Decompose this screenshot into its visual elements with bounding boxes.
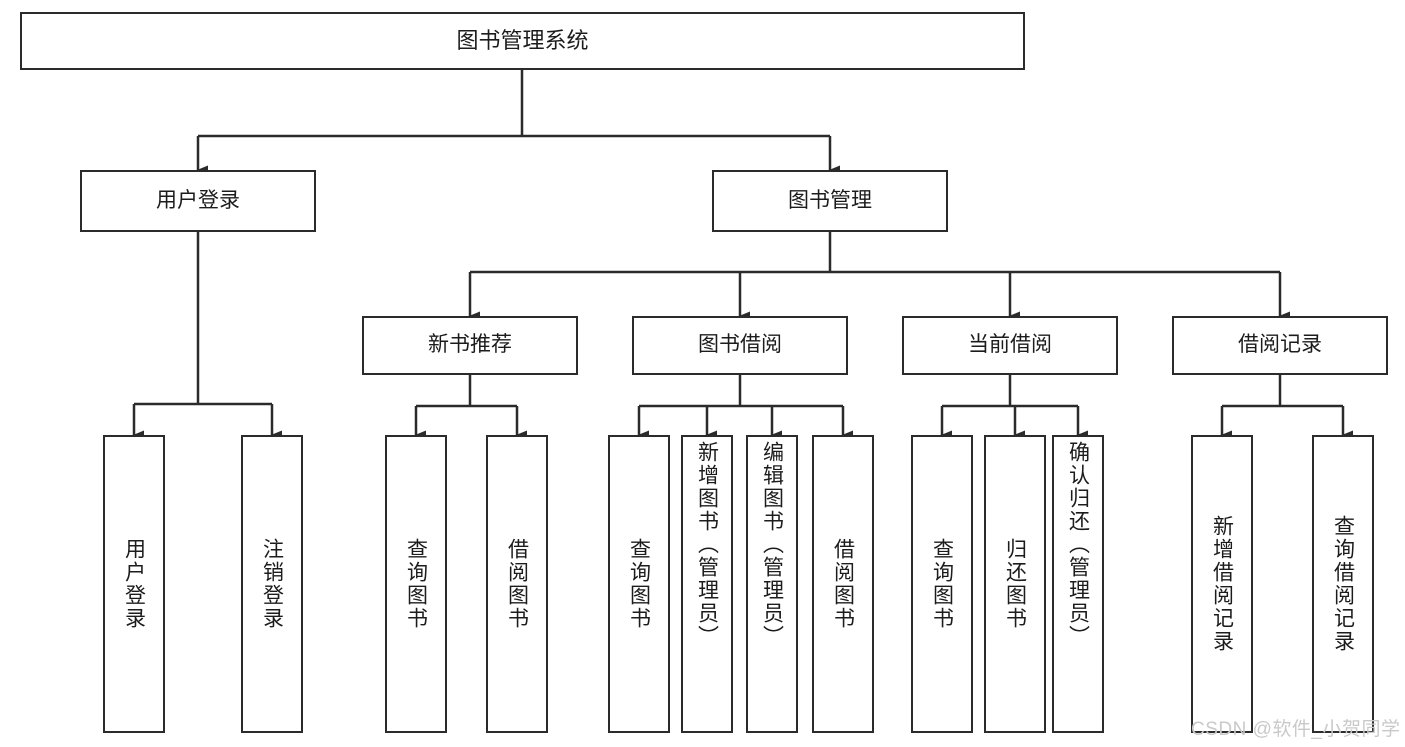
node-new-book-rec-label: 新书推荐 xyxy=(428,333,512,357)
node-new-book-rec[interactable]: 新书推荐 xyxy=(362,316,578,375)
node-leaf-borrow-book-1[interactable]: 借阅图书 xyxy=(486,435,548,733)
node-leaf-query-book-3[interactable]: 查询图书 xyxy=(911,435,973,733)
csdn-watermark: CSDN @软件_小贺同学 xyxy=(1191,719,1401,740)
node-leaf-borrow-book-2[interactable]: 借阅图书 xyxy=(812,435,874,733)
node-leaf-add-record[interactable]: 新增借阅记录 xyxy=(1191,435,1253,733)
node-leaf-borrow-book-2-label: 借阅图书 xyxy=(831,538,855,630)
node-leaf-user-logout-label: 注销登录 xyxy=(260,538,284,630)
node-leaf-query-record-label: 查询借阅记录 xyxy=(1331,515,1355,653)
node-leaf-user-login[interactable]: 用户登录 xyxy=(103,435,165,733)
node-leaf-query-book-1-label: 查询图书 xyxy=(404,538,428,630)
node-leaf-confirm-return-label: 确认归还（管理员） xyxy=(1066,441,1090,648)
node-leaf-return-book[interactable]: 归还图书 xyxy=(984,435,1046,733)
node-current-borrow-label: 当前借阅 xyxy=(968,333,1052,357)
node-book-borrow-label: 图书借阅 xyxy=(698,333,782,357)
node-book-manage-label: 图书管理 xyxy=(788,188,872,212)
node-book-manage[interactable]: 图书管理 xyxy=(712,170,948,232)
node-leaf-query-book-2-label: 查询图书 xyxy=(627,538,651,630)
node-user-login-label: 用户登录 xyxy=(156,188,240,212)
node-leaf-add-record-label: 新增借阅记录 xyxy=(1210,515,1234,653)
node-current-borrow[interactable]: 当前借阅 xyxy=(902,316,1118,375)
node-leaf-return-book-label: 归还图书 xyxy=(1003,538,1027,630)
node-leaf-query-book-2[interactable]: 查询图书 xyxy=(608,435,670,733)
node-leaf-query-book-3-label: 查询图书 xyxy=(930,538,954,630)
node-user-login[interactable]: 用户登录 xyxy=(80,170,316,232)
node-leaf-query-record[interactable]: 查询借阅记录 xyxy=(1312,435,1374,733)
node-root-label: 图书管理系统 xyxy=(456,28,589,54)
node-leaf-confirm-return[interactable]: 确认归还（管理员） xyxy=(1052,435,1104,733)
connector-lines xyxy=(132,70,1353,440)
node-root[interactable]: 图书管理系统 xyxy=(20,12,1025,70)
node-leaf-user-logout[interactable]: 注销登录 xyxy=(241,435,303,733)
node-borrow-record-label: 借阅记录 xyxy=(1238,333,1322,357)
node-borrow-record[interactable]: 借阅记录 xyxy=(1172,316,1388,375)
node-book-borrow[interactable]: 图书借阅 xyxy=(632,316,848,375)
node-leaf-user-login-label: 用户登录 xyxy=(122,538,146,630)
node-leaf-add-book-label: 新增图书（管理员） xyxy=(695,441,719,648)
node-leaf-edit-book-label: 编辑图书（管理员） xyxy=(760,441,784,648)
node-leaf-edit-book[interactable]: 编辑图书（管理员） xyxy=(746,435,798,733)
node-leaf-borrow-book-1-label: 借阅图书 xyxy=(505,538,529,630)
node-leaf-add-book[interactable]: 新增图书（管理员） xyxy=(681,435,733,733)
node-leaf-query-book-1[interactable]: 查询图书 xyxy=(385,435,447,733)
